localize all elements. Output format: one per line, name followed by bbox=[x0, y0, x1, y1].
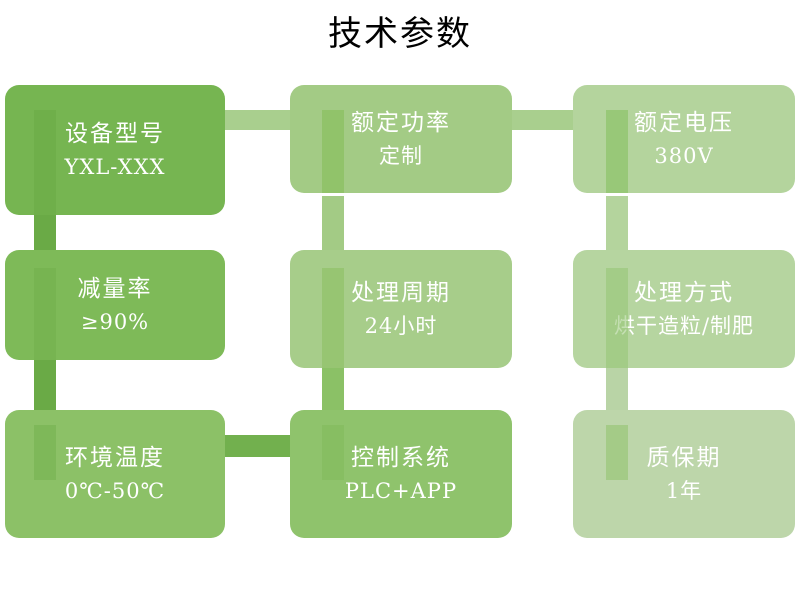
card-warranty-period[interactable]: 质保期 1年 bbox=[573, 410, 795, 538]
card-title: 处理周期 bbox=[351, 280, 451, 306]
card-rated-power[interactable]: 额定功率 定制 bbox=[290, 85, 512, 193]
card-value: 烘干造粒/制肥 bbox=[613, 314, 755, 338]
card-value: 0℃-50℃ bbox=[64, 479, 166, 503]
card-treatment-method[interactable]: 处理方式 烘干造粒/制肥 bbox=[573, 250, 795, 368]
card-device-model[interactable]: 设备型号 YXL-XXX bbox=[5, 85, 225, 215]
card-title: 控制系统 bbox=[351, 445, 451, 471]
card-title: 额定电压 bbox=[634, 110, 734, 136]
card-title: 质保期 bbox=[646, 445, 722, 471]
page-title: 技术参数 bbox=[328, 14, 472, 54]
card-ambient-temperature[interactable]: 环境温度 0℃-50℃ bbox=[5, 410, 225, 538]
card-value: 24小时 bbox=[364, 314, 438, 338]
card-title: 处理方式 bbox=[634, 280, 734, 306]
card-value: 1年 bbox=[665, 479, 703, 503]
card-value: ≥90% bbox=[80, 310, 150, 334]
card-value: 380V bbox=[654, 144, 714, 168]
card-control-system[interactable]: 控制系统 PLC+APP bbox=[290, 410, 512, 538]
card-reduction-rate[interactable]: 减量率 ≥90% bbox=[5, 250, 225, 360]
card-title: 环境温度 bbox=[65, 445, 165, 471]
card-title: 减量率 bbox=[77, 276, 153, 302]
card-value: 定制 bbox=[379, 144, 423, 168]
card-value: PLC+APP bbox=[344, 479, 458, 503]
card-value: YXL-XXX bbox=[64, 155, 166, 179]
card-title: 设备型号 bbox=[65, 121, 165, 147]
card-rated-voltage[interactable]: 额定电压 380V bbox=[573, 85, 795, 193]
card-treatment-cycle[interactable]: 处理周期 24小时 bbox=[290, 250, 512, 368]
card-title: 额定功率 bbox=[351, 110, 451, 136]
